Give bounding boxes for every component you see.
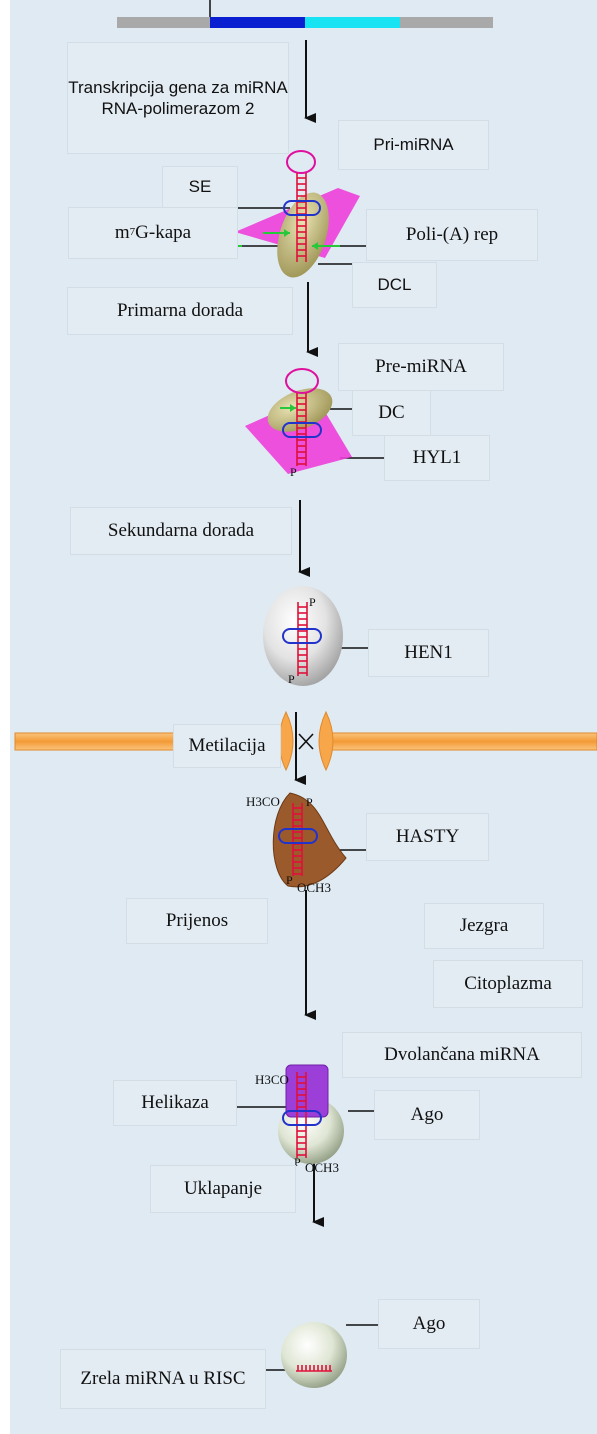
label-hen1: HEN1 (368, 629, 489, 677)
label-nucleus: Jezgra (424, 903, 544, 949)
mature-risc-complex (281, 1322, 347, 1388)
gene-bar (117, 0, 493, 28)
label-methylation: Metilacija (173, 724, 281, 768)
nuclear-membrane (15, 712, 597, 770)
label-transfer: Prijenos (126, 898, 268, 944)
label-hasty: HASTY (366, 813, 489, 861)
label-mature-risc: Zrela miRNA u RISC (60, 1349, 266, 1409)
phosphate-bottom-label: P (288, 672, 295, 686)
helicase-ago-complex: H3CO P OCH3 (255, 1065, 344, 1175)
label-hyl1: HYL1 (384, 435, 490, 481)
phosphate-top-label: P (306, 795, 313, 809)
label-ago-2: Ago (378, 1299, 480, 1349)
label-pre-mirna: Pre-miRNA (338, 343, 504, 391)
label-se: SE (162, 166, 238, 208)
m7g-cap-prefix: m (115, 221, 130, 245)
label-helicase: Helikaza (113, 1080, 237, 1126)
label-cytoplasm: Citoplazma (433, 960, 583, 1008)
hasty-complex: H3CO P P OCH3 (246, 793, 346, 895)
phosphate-label: P (290, 465, 297, 479)
label-incorporation: Uklapanje (150, 1165, 296, 1213)
label-transcription: Transkripcija gena za miRNA RNA-polimera… (67, 42, 289, 154)
phosphate-top-label: P (309, 595, 316, 609)
label-ago-1: Ago (374, 1090, 480, 1140)
label-dc: DC (352, 390, 431, 436)
label-ds-mirna: Dvolančana miRNA (342, 1032, 582, 1078)
methyl-top-label: H3CO (255, 1072, 289, 1087)
label-dcl: DCL (352, 262, 437, 308)
label-poly-a-tail: Poli-(A) rep (366, 209, 538, 261)
hen1-complex: P P (263, 586, 343, 686)
methyl-bottom-label: OCH3 (297, 880, 331, 895)
methyl-top-label: H3CO (246, 794, 280, 809)
pre-mirna-complex: P (245, 369, 352, 479)
phosphate-bottom-label: P (286, 873, 293, 887)
m7g-cap-suffix: G-kapa (135, 221, 191, 245)
methyl-bottom-label: OCH3 (305, 1160, 339, 1175)
label-secondary-processing: Sekundarna dorada (70, 507, 292, 555)
label-primary-processing: Primarna dorada (67, 287, 293, 335)
label-pri-mirna: Pri-miRNA (338, 120, 489, 170)
